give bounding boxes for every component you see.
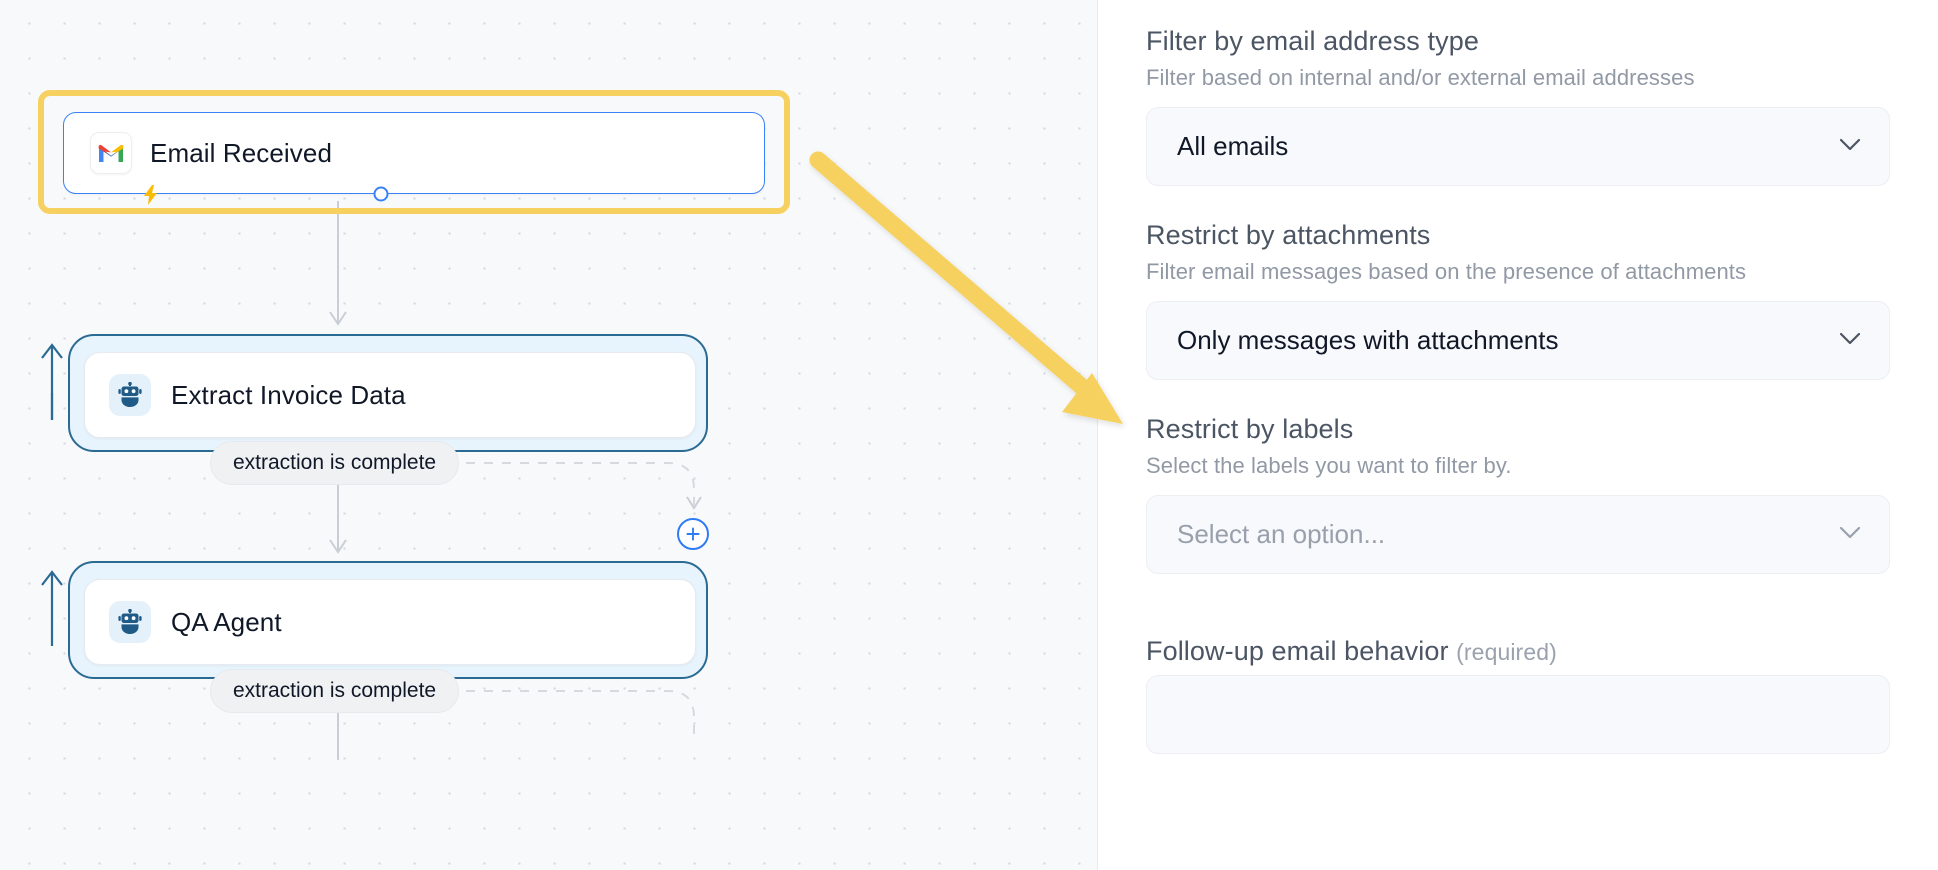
- field-restrict-by-attachments: Restrict by attachments Filter email mes…: [1146, 220, 1890, 380]
- select-value: All emails: [1177, 131, 1289, 161]
- select-follow-up-email-behavior[interactable]: [1146, 675, 1890, 754]
- node-output-handle[interactable]: [373, 186, 389, 202]
- gmail-icon: [90, 132, 157, 205]
- edge-label-pill: extraction is complete: [210, 441, 460, 485]
- node-extract-invoice-data[interactable]: Extract Invoice Data: [68, 334, 708, 452]
- field-title: Follow-up email behavior (required): [1146, 636, 1890, 667]
- field-title: Restrict by labels: [1146, 414, 1354, 444]
- field-title: Restrict by attachments: [1146, 220, 1431, 250]
- node-qa-agent[interactable]: QA Agent: [68, 561, 708, 679]
- field-title: Filter by email address type: [1146, 26, 1479, 56]
- node-label: QA Agent: [171, 606, 282, 637]
- select-restrict-by-attachments[interactable]: Only messages with attachments: [1146, 301, 1890, 380]
- field-description: Select the labels you want to filter by.: [1146, 453, 1512, 478]
- select-value: Select an option...: [1177, 519, 1386, 549]
- plus-icon: [686, 527, 700, 541]
- chevron-down-icon: [1839, 332, 1861, 350]
- edge-label-text: extraction is complete: [233, 679, 437, 702]
- select-restrict-by-labels[interactable]: Select an option...: [1146, 495, 1890, 574]
- required-note: (required): [1456, 639, 1557, 665]
- workflow-canvas[interactable]: Email Received Extra: [0, 0, 1098, 870]
- field-restrict-by-labels: Restrict by labels Select the labels you…: [1146, 414, 1890, 574]
- edge-label-pill: extraction is complete: [210, 669, 460, 713]
- select-value: Only messages with attachments: [1177, 325, 1559, 355]
- field-title-text: Follow-up email behavior: [1146, 636, 1449, 666]
- node-email-received[interactable]: Email Received: [63, 112, 765, 205]
- edge-label-text: extraction is complete: [233, 451, 437, 474]
- field-description: Filter based on internal and/or external…: [1146, 65, 1695, 90]
- chevron-down-icon: [1839, 138, 1861, 156]
- robot-icon: [109, 374, 151, 416]
- selection-highlight: [38, 90, 790, 214]
- node-settings-panel: Filter by email address type Filter base…: [1098, 0, 1938, 870]
- node-label: Extract Invoice Data: [171, 379, 406, 410]
- node-label: Email Received: [150, 137, 333, 168]
- select-email-address-type[interactable]: All emails: [1146, 107, 1890, 186]
- field-follow-up-email-behavior: Follow-up email behavior (required): [1146, 636, 1890, 754]
- chevron-down-icon: [1839, 526, 1861, 544]
- field-filter-by-email-address-type: Filter by email address type Filter base…: [1146, 26, 1890, 186]
- add-node-button[interactable]: [677, 518, 709, 550]
- robot-icon: [109, 601, 151, 643]
- field-description: Filter email messages based on the prese…: [1146, 259, 1747, 284]
